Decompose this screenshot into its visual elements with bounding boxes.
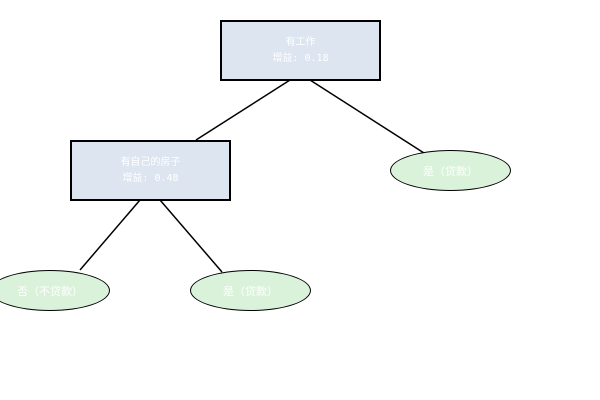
leaf-house-yes: 是（贷款） xyxy=(190,270,311,311)
leaf-house-yes-label: 是（贷款） xyxy=(223,284,278,298)
leaf-house-no-label: 否（不贷款） xyxy=(17,284,83,298)
house-gain-label: 增益: 0.48 xyxy=(122,172,179,184)
edge-house-to-yes xyxy=(159,199,223,273)
leaf-job-yes-label: 是（贷款） xyxy=(423,164,478,178)
edge-house-to-no xyxy=(79,199,141,271)
edge-root-to-house xyxy=(195,79,291,141)
leaf-job-yes: 是（贷款） xyxy=(390,150,511,191)
root-gain-label: 增益: 0.18 xyxy=(272,52,329,64)
edge-root-to-job-yes xyxy=(309,79,425,154)
house-node: 有自己的房子 增益: 0.48 xyxy=(70,140,231,201)
root-feature-label: 有工作 xyxy=(285,36,316,48)
leaf-house-no: 否（不贷款） xyxy=(0,270,110,311)
house-feature-label: 有自己的房子 xyxy=(120,156,181,168)
root-node: 有工作 增益: 0.18 xyxy=(220,20,381,81)
